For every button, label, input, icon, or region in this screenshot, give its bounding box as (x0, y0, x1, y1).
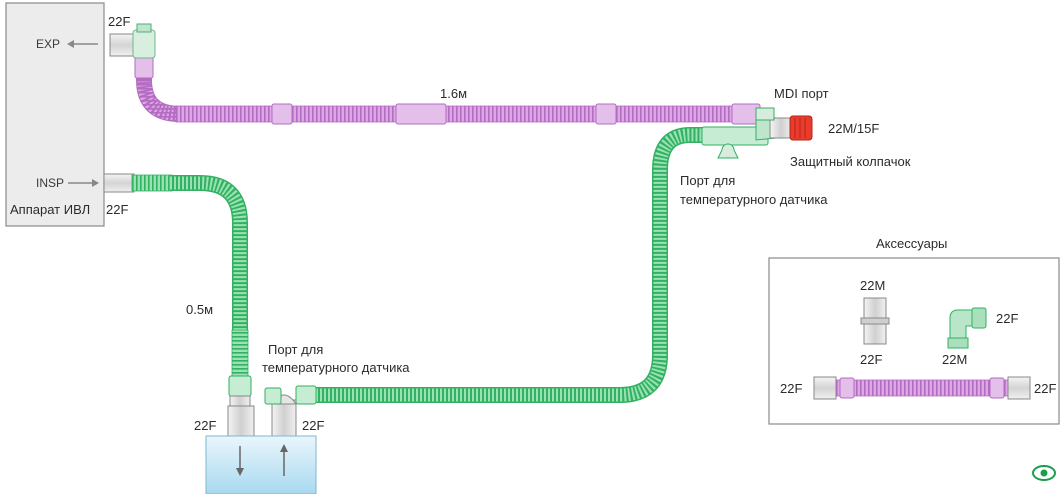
green-short-length: 0.5м (186, 302, 213, 317)
purple-cuff (595, 103, 617, 125)
insp-port-label: INSP (36, 176, 64, 190)
down-arrowhead-icon (236, 468, 244, 476)
exp-elbow-connector: 22F (108, 14, 156, 59)
red-protective-cap (789, 115, 813, 141)
up-arrowhead-icon (280, 444, 288, 452)
purple-cuff-top (134, 55, 154, 79)
hose-left-label: 22F (780, 381, 802, 396)
accessories-panel: Аксессуары 22M 22F 22F 22M 22F 22F (768, 236, 1060, 425)
hose-right-connector (1007, 376, 1031, 400)
humidifier-outlet (271, 399, 297, 437)
purple-tube-straight (175, 105, 757, 123)
green-cuff (295, 385, 317, 405)
upper-temp-port-line1: Порт для (680, 173, 735, 188)
straight-adapter (863, 297, 887, 321)
inspiratory-long-limb: Порт для температурного датчика (262, 127, 710, 405)
hose-left-connector (813, 376, 837, 400)
ventilator-name: Аппарат ИВЛ (10, 202, 90, 217)
straight-adapter-bottom-label: 22F (860, 352, 882, 367)
elbow-adapter-right-label: 22F (996, 311, 1018, 326)
exp-connector-label: 22F (108, 14, 130, 29)
insp-connector (103, 173, 135, 193)
cap-connector-label: 22M/15F (828, 121, 879, 136)
mdi-port-label: MDI порт (774, 86, 829, 101)
green-cuff (228, 375, 252, 397)
accessories-title: Аксессуары (876, 236, 947, 251)
humidifier-inlet (227, 405, 255, 437)
expiratory-limb: 1.6м (134, 55, 761, 125)
lower-temp-port-line2: температурного датчика (262, 360, 410, 375)
y-piece: MDI порт 22M/15F Защитный колпачок Порт … (680, 86, 911, 207)
green-short-bend (170, 175, 248, 380)
elbow-adapter-bottom-label: 22M (942, 352, 967, 367)
elbow-adapter (949, 309, 975, 341)
humidifier-chamber (205, 435, 317, 494)
protective-cap-label: Защитный колпачок (790, 154, 911, 169)
straight-adapter-top-label: 22M (860, 278, 885, 293)
insp-connector-label: 22F (106, 202, 128, 217)
green-short-bend-ribs (170, 176, 247, 380)
inspiratory-short-limb: 22F 0.5м (103, 173, 252, 407)
ventilator-box (5, 2, 105, 227)
purple-cuff (395, 103, 447, 125)
humidifier-right-connector: 22F (302, 418, 324, 433)
green-long-tube (296, 127, 710, 403)
mdi-port (755, 107, 775, 121)
insp-arrowhead-icon (92, 179, 99, 187)
accessory-hose (835, 379, 1009, 397)
exp-port-label: EXP (36, 37, 60, 51)
hose-right-label: 22F (1034, 381, 1056, 396)
lower-temp-port-line1: Порт для (268, 342, 323, 357)
exp-arrowhead-icon (67, 40, 74, 48)
humidifier: 22F 22F (194, 394, 324, 494)
green-long-tube-ribs (296, 128, 710, 402)
purple-tube-length: 1.6м (440, 86, 467, 101)
humidifier-left-connector: 22F (194, 418, 216, 433)
purple-cuff (271, 103, 293, 125)
upper-temp-port-line2: температурного датчика (680, 192, 828, 207)
ventilator-unit: EXP INSP Аппарат ИВЛ (5, 2, 105, 227)
eye-icon[interactable] (1032, 465, 1056, 481)
